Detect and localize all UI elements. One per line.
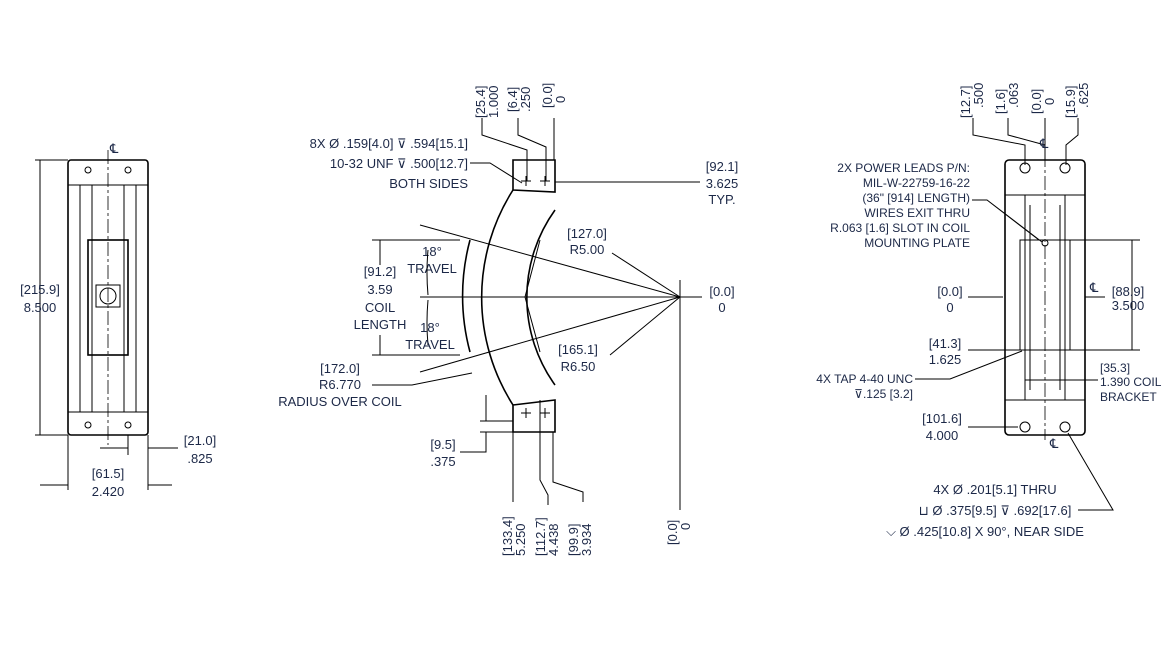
- origin-in: 0: [946, 300, 953, 315]
- svg-text:MIL-W-22759-16-22: MIL-W-22759-16-22: [863, 176, 970, 190]
- dim-in: 5.250: [513, 523, 528, 556]
- coil-length-in: 3.59: [367, 282, 392, 297]
- width-mm: [61.5]: [92, 466, 125, 481]
- dim-mm: [6.4]: [505, 87, 520, 112]
- svg-text:WIRES EXIT THRU: WIRES EXIT THRU: [864, 206, 970, 220]
- width-in: 2.420: [92, 484, 125, 499]
- svg-text:(36" [914] LENGTH): (36" [914] LENGTH): [862, 191, 970, 205]
- r-outer-in: R6.50: [561, 359, 596, 374]
- dim-in: 1.000: [486, 85, 501, 118]
- left-view: ℄ [215.9] 8.500 [61.5] 2.420 [21.0] .825: [20, 141, 216, 499]
- centerline-symbol: ℄: [1089, 280, 1099, 295]
- svg-text:8X Ø .159[4.0] ⊽ .594[15.1]: 8X Ø .159[4.0] ⊽ .594[15.1]: [310, 136, 468, 151]
- origin-mm: [0.0]: [709, 284, 734, 299]
- offset-in: .375: [430, 454, 455, 469]
- dim-mm: [25.4]: [473, 85, 488, 118]
- svg-text:⊔ Ø .375[9.5] ⊽ .692[17.6]: ⊔ Ø .375[9.5] ⊽ .692[17.6]: [919, 503, 1072, 518]
- svg-text:4X Ø .201[5.1] THRU: 4X Ø .201[5.1] THRU: [933, 482, 1056, 497]
- r-inner-mm: [127.0]: [567, 226, 607, 241]
- typ-note: TYP.: [708, 192, 735, 207]
- height-in: 8.500: [24, 300, 57, 315]
- dim-mm: [99.9]: [566, 523, 581, 556]
- bottom-position-dims: [133.4] 5.250 [112.7] 4.438 [99.9] 3.934…: [500, 400, 693, 556]
- dim-in: 3.934: [579, 523, 594, 556]
- coil-length-label: LENGTH: [354, 317, 407, 332]
- dim-41-mm: [41.3]: [929, 336, 962, 351]
- top-position-dims: [25.4] 1.000 [6.4] .250 [0.0] 0: [473, 83, 568, 181]
- r-coil-note: RADIUS OVER COIL: [278, 394, 402, 409]
- dim-mm: [0.0]: [540, 83, 555, 108]
- centerline-symbol-bottom: ℄: [1049, 436, 1059, 451]
- top-block: [512, 159, 556, 193]
- typ-dim-mm: [92.1]: [706, 159, 739, 174]
- dim-in: 0: [553, 96, 568, 103]
- travel-bottom-label: TRAVEL: [405, 337, 455, 352]
- dim-in: .250: [518, 87, 533, 112]
- left-coil-block: [87, 239, 129, 356]
- svg-text:MOUNTING PLATE: MOUNTING PLATE: [864, 236, 970, 250]
- svg-text:⌵ Ø .425[10.8] X 90°, NEAR SI: ⌵ Ø .425[10.8] X 90°, NEAR SIDE: [886, 524, 1084, 539]
- origin-in: 0: [718, 300, 725, 315]
- power-leads-note: 2X POWER LEADS P/N: MIL-W-22759-16-22 (3…: [830, 161, 1043, 250]
- centerline-symbol: ℄: [109, 141, 119, 156]
- dim-88-in: 3.500: [1112, 298, 1145, 313]
- offset-mm: [9.5]: [430, 437, 455, 452]
- tap-note: 4X TAP 4-40 UNC ⊽.125 [3.2]: [816, 350, 1023, 401]
- mount-hole-icons: [84, 166, 132, 429]
- thickness-in: .825: [187, 451, 212, 466]
- coil-length-label: COIL: [365, 300, 395, 315]
- dim-in: 0: [678, 523, 693, 530]
- middle-view: [25.4] 1.000 [6.4] .250 [0.0] 0 8X Ø .15…: [278, 83, 738, 556]
- dim-88-mm: [88.9]: [1112, 284, 1145, 299]
- hole-note: 8X Ø .159[4.0] ⊽ .594[15.1] 10-32 UNF ⊽ …: [310, 136, 523, 191]
- svg-text:R.063 [1.6] SLOT IN COIL: R.063 [1.6] SLOT IN COIL: [830, 221, 970, 235]
- travel-bottom-deg: 18°: [420, 320, 440, 335]
- dim-mm: [12.7]: [958, 85, 973, 118]
- dim-in: 0: [1042, 98, 1057, 105]
- travel-top-label: TRAVEL: [407, 261, 457, 276]
- bracket-note: BRACKET: [1100, 390, 1157, 404]
- bracket-in: 1.390 COIL: [1100, 375, 1162, 389]
- r-coil-in: R6.770: [319, 377, 361, 392]
- svg-text:BOTH SIDES: BOTH SIDES: [389, 176, 468, 191]
- mount-hole-note: 4X Ø .201[5.1] THRU ⊔ Ø .375[9.5] ⊽ .692…: [886, 432, 1114, 539]
- dim-101-in: 4.000: [926, 428, 959, 443]
- coil-arc: [461, 239, 471, 353]
- svg-text:4X TAP 4-40 UNC: 4X TAP 4-40 UNC: [816, 372, 913, 386]
- dim-mm: [133.4]: [500, 516, 515, 556]
- r-outer-mm: [165.1]: [558, 342, 598, 357]
- dim-mm: [1.6]: [993, 89, 1008, 114]
- travel-top-deg: 18°: [422, 244, 442, 259]
- svg-text:⊽.125 [3.2]: ⊽.125 [3.2]: [854, 387, 913, 401]
- dim-in: .063: [1006, 83, 1021, 108]
- typ-dim-in: 3.625: [706, 176, 739, 191]
- thickness-mm: [21.0]: [184, 433, 217, 448]
- dim-mm: [15.9]: [1063, 85, 1078, 118]
- r-coil-mm: [172.0]: [320, 361, 360, 376]
- dim-mm: [0.0]: [1029, 89, 1044, 114]
- bottom-block: [512, 399, 556, 433]
- dim-in: .500: [971, 83, 986, 108]
- dim-101-mm: [101.6]: [922, 411, 962, 426]
- centerline-symbol-top: ℄: [1039, 136, 1049, 151]
- origin-mm: [0.0]: [937, 284, 962, 299]
- coil-length-mm: [91.2]: [364, 264, 397, 279]
- block-hole-icons: [521, 176, 550, 418]
- dim-in: 4.438: [546, 523, 561, 556]
- wire-slot-icon: [1041, 239, 1049, 247]
- top-position-dims: [12.7] .500 [1.6] .063 [0.0] 0 [15.9] .6…: [958, 83, 1091, 165]
- dim-41-in: 1.625: [929, 352, 962, 367]
- dim-in: .625: [1076, 83, 1091, 108]
- right-view: [12.7] .500 [1.6] .063 [0.0] 0 [15.9] .6…: [816, 83, 1161, 539]
- svg-text:2X POWER LEADS P/N:: 2X POWER LEADS P/N:: [837, 161, 970, 175]
- height-mm: [215.9]: [20, 282, 60, 297]
- dim-mm: [112.7]: [533, 517, 548, 556]
- dim-mm: [0.0]: [665, 520, 680, 545]
- r-inner-in: R5.00: [570, 242, 605, 257]
- svg-text:10-32 UNF ⊽ .500[12.7]: 10-32 UNF ⊽ .500[12.7]: [330, 156, 468, 171]
- bracket-mm: [35.3]: [1100, 361, 1130, 375]
